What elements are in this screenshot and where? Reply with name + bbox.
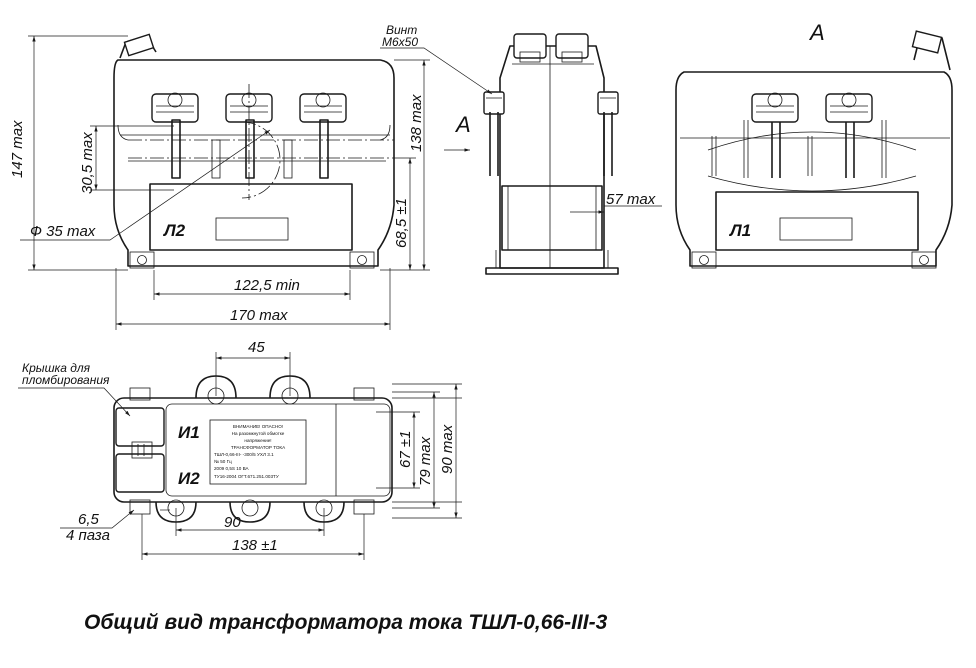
- dim-overall-height: 147 max: [9, 120, 26, 178]
- dim-overall-width: 170 max: [230, 307, 288, 324]
- side-view: Винт М6х50 A 57 max: [380, 23, 662, 275]
- nameplate: ВНИМАНИЕ! ОПАСНО! На разомкнутой обмотке…: [214, 424, 286, 479]
- front-view: Л2 147 max 3: [9, 33, 430, 330]
- dim-window-pitch: 30,5 max: [79, 132, 96, 194]
- section-label: A: [454, 112, 471, 137]
- dim-window-width: 122,5 min: [234, 277, 300, 294]
- top-view: И1 И2 ВНИМАНИЕ! ОПАСНО! На разомкнутой о…: [18, 339, 462, 560]
- dim-depth: 57 max: [606, 191, 656, 208]
- rear-view-label: A: [808, 20, 825, 45]
- dim-hole-pitch-bottom: 90: [224, 514, 241, 531]
- front-terminal-mark: Л2: [162, 221, 186, 240]
- screw-label-line2: М6х50: [382, 35, 418, 49]
- top-terminal-mark-2: И2: [178, 469, 200, 488]
- cover-label-line2: пломбирования: [22, 373, 110, 387]
- dim-mount-span: 138 ±1: [232, 537, 278, 554]
- drawing-caption: Общий вид трансформатора тока ТШЛ-0,66-I…: [84, 611, 608, 634]
- dim-hole-size: 6,5: [78, 511, 100, 528]
- dim-mid-height: 79 max: [417, 436, 434, 486]
- plate-line: 2009 0,5S 10 ВА: [214, 466, 250, 471]
- plate-line: № 50 Гц: [214, 459, 232, 464]
- plate-line: ТУ16-2004 ОГТ.671.251.003ТУ: [214, 474, 279, 479]
- rear-view: A Л1: [675, 20, 953, 269]
- plate-line: ВНИМАНИЕ! ОПАСНО!: [233, 424, 283, 429]
- top-terminal-mark-1: И1: [178, 423, 200, 442]
- dim-inner-height: 67 ±1: [397, 431, 414, 468]
- rear-terminal-mark: Л1: [728, 221, 751, 240]
- dim-body-height: 138 max: [408, 94, 425, 152]
- screw-label-line1: Винт: [386, 23, 417, 37]
- plate-line: На разомкнутой обмотке: [232, 430, 285, 436]
- dim-base-to-axis: 68,5 ±1: [393, 198, 410, 248]
- cover-label-line1: Крышка для: [22, 361, 91, 375]
- dim-hole-pitch-top: 45: [248, 339, 265, 356]
- plate-line: ТРАНСФОРМАТОР ТОКА: [231, 445, 286, 450]
- plate-line: ТШЛ-0,66-III- -300/5 УХЛ 3.1: [214, 452, 274, 457]
- dim-hole-count: 4 паза: [66, 527, 110, 544]
- dim-overall-height-top: 90 max: [439, 424, 456, 474]
- dim-window-diameter: Ф 35 max: [30, 223, 96, 240]
- plate-line: напряжение!: [244, 438, 271, 443]
